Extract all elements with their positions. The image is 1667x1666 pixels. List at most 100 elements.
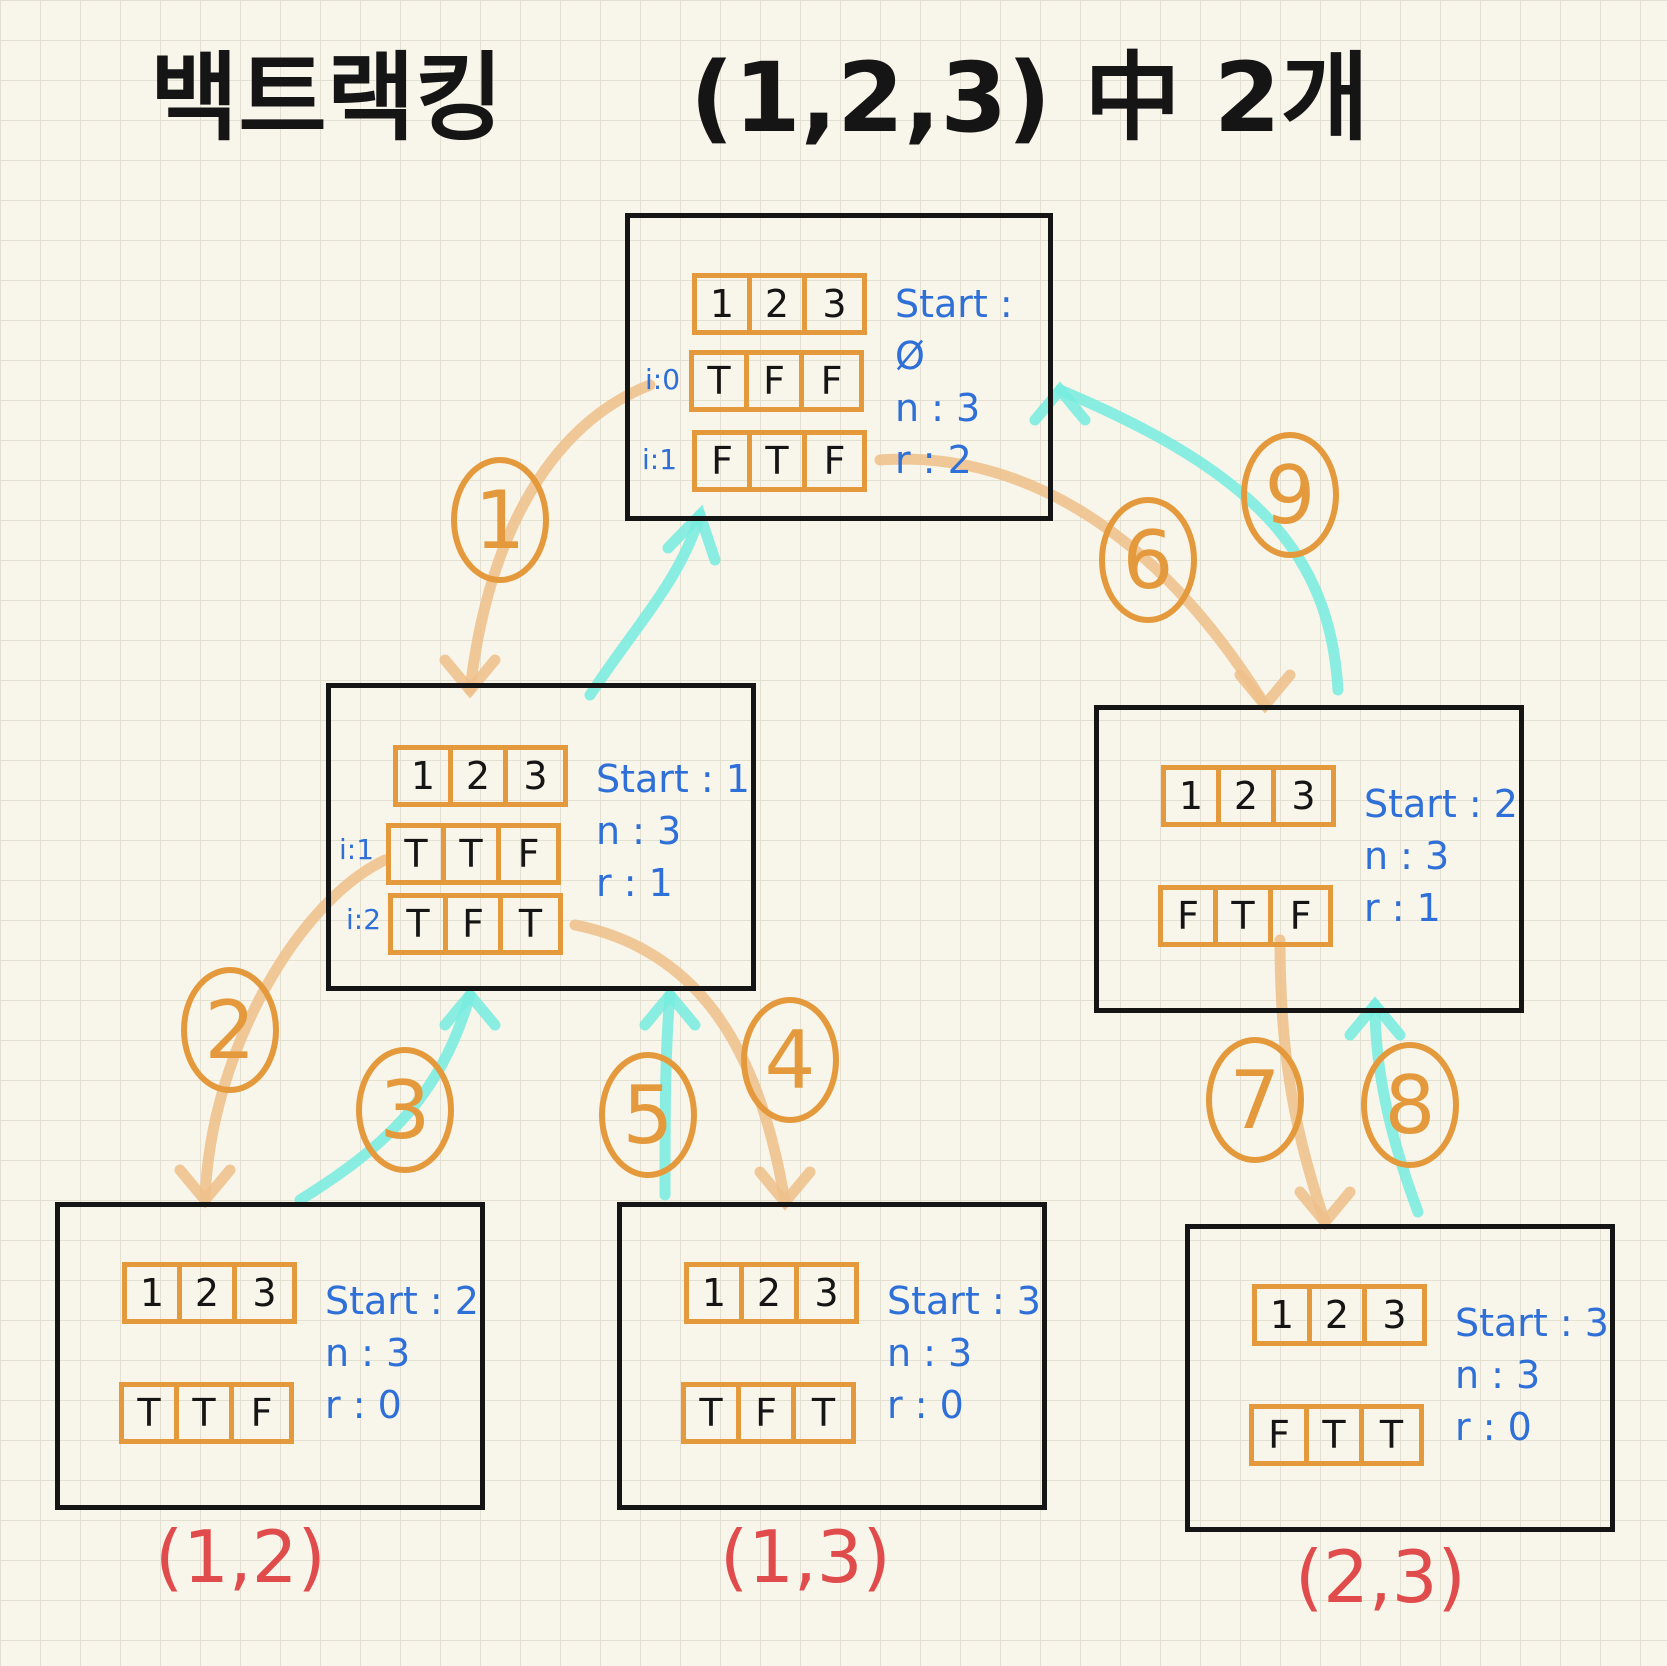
visited-row: T T F (119, 1382, 294, 1444)
n-value: n : 3 (1455, 1353, 1541, 1397)
step-6-arrow (874, 453, 1271, 711)
visited-cell: F (823, 439, 846, 483)
r-value: r : 0 (887, 1383, 964, 1427)
node-leaf-3: 1 2 3 F T T Start : 3 n : 3 r : 0 (1185, 1224, 1615, 1532)
step-8-circle: 8 (1361, 1042, 1459, 1168)
header-cell: 2 (752, 278, 807, 330)
visited-row: F T T (1249, 1404, 1424, 1466)
visited-row: F T F (1158, 885, 1333, 947)
header-cell: 2 (744, 1267, 799, 1319)
header-cell: 3 (523, 754, 548, 798)
arrow-head (1234, 669, 1296, 714)
state-info: Start : 1 n : 3 r : 1 (596, 753, 750, 909)
step-3-arrow (294, 989, 476, 1206)
visited-cell: F (250, 1391, 273, 1435)
n-value: n : 3 (596, 809, 682, 853)
r-value: r : 0 (1455, 1405, 1532, 1449)
visited-cell: T (393, 898, 448, 950)
row-index-label: i:0 (645, 363, 681, 396)
start-value: Start : 3 (887, 1279, 1041, 1323)
header-cell: 1 (689, 1267, 744, 1319)
arrow-head (439, 654, 501, 699)
header-cell: 2 (182, 1267, 237, 1319)
step-1-arrow (464, 379, 656, 696)
visited-row: F T F (692, 430, 867, 492)
visited-cell: T (752, 435, 807, 487)
n-value: n : 3 (887, 1331, 973, 1375)
visited-cell: F (1163, 890, 1218, 942)
header-cell: 1 (697, 278, 752, 330)
step-number: 5 (623, 1069, 674, 1162)
header-cell: 2 (1221, 770, 1276, 822)
visited-cell: F (697, 435, 752, 487)
header-row: 1 2 3 (393, 745, 568, 807)
node-mid-left: 1 2 3 i:1 T T F i:2 T F T Start : 1 n : … (326, 683, 756, 991)
step-number: 1 (475, 474, 526, 567)
step-number: 4 (765, 1014, 816, 1107)
result-label: (1,2) (155, 1515, 326, 1599)
arrow-head (1344, 996, 1406, 1041)
header-cell: 1 (398, 750, 453, 802)
start-value: Start : 3 (1455, 1301, 1609, 1345)
visited-cell: T (686, 1387, 741, 1439)
step-number: 9 (1265, 449, 1316, 542)
step-5-circle: 5 (599, 1052, 697, 1178)
start-value: Start : 2 (325, 1279, 479, 1323)
node-mid-right: 1 2 3 F T F Start : 2 n : 3 r : 1 (1094, 705, 1524, 1013)
step-number: 3 (380, 1064, 431, 1157)
visited-cell: F (1289, 894, 1312, 938)
start-value: Start : 2 (1364, 782, 1518, 826)
arrow-head (662, 504, 721, 566)
header-cell: 1 (1257, 1289, 1312, 1341)
r-value: r : 1 (596, 861, 673, 905)
visited-cell: T (179, 1387, 234, 1439)
step-8-arrow (1369, 999, 1424, 1218)
node-leaf-2: 1 2 3 T F T Start : 3 n : 3 r : 0 (617, 1202, 1047, 1510)
visited-cell: T (1309, 1409, 1364, 1461)
header-cell: 3 (252, 1271, 277, 1315)
visited-cell: T (811, 1391, 836, 1435)
r-value: r : 2 (895, 438, 972, 482)
arrow-head (1294, 1186, 1356, 1231)
visited-cell: F (1254, 1409, 1309, 1461)
header-row: 1 2 3 (1161, 765, 1336, 827)
header-cell: 3 (1291, 774, 1316, 818)
start-value: Start : Ø (895, 282, 1013, 378)
arrow-head (439, 986, 501, 1031)
state-info: Start : 2 n : 3 r : 1 (1364, 778, 1518, 934)
row-index-label: i:1 (642, 443, 678, 476)
visited-row: T T F (386, 823, 561, 885)
title-combination: (1,2,3) 中 2개 (690, 42, 1370, 154)
header-cell: 2 (1312, 1289, 1367, 1341)
header-cell: 3 (822, 282, 847, 326)
visited-cell: F (741, 1387, 796, 1439)
step-number: 7 (1230, 1054, 1281, 1147)
start-value: Start : 1 (596, 757, 750, 801)
header-row: 1 2 3 (122, 1262, 297, 1324)
step-7-arrow (1274, 934, 1331, 1228)
header-row: 1 2 3 (1252, 1284, 1427, 1346)
header-cell: 1 (1166, 770, 1221, 822)
step-4-circle: 4 (741, 997, 839, 1123)
row-index-label: i:1 (339, 833, 375, 866)
header-cell: 3 (814, 1271, 839, 1315)
visited-cell: T (1218, 890, 1273, 942)
visited-cell: T (1379, 1413, 1404, 1457)
step-number: 6 (1123, 514, 1174, 607)
node-leaf-1: 1 2 3 T T F Start : 2 n : 3 r : 0 (55, 1202, 485, 1510)
result-label: (1,3) (720, 1515, 891, 1599)
arrow-head (174, 1164, 236, 1209)
visited-cell: T (124, 1387, 179, 1439)
state-info: Start : 3 n : 3 r : 0 (1455, 1297, 1609, 1453)
arrow-head (1029, 381, 1091, 426)
return-arrow (584, 509, 706, 701)
step-6-circle: 6 (1099, 497, 1197, 623)
row-index-label: i:2 (346, 903, 382, 936)
visited-cell: F (517, 832, 540, 876)
header-cell: 2 (453, 750, 508, 802)
state-info: Start : 3 n : 3 r : 0 (887, 1275, 1041, 1431)
header-cell: 1 (127, 1267, 182, 1319)
visited-cell: T (446, 828, 501, 880)
step-9-arrow (1054, 384, 1344, 696)
